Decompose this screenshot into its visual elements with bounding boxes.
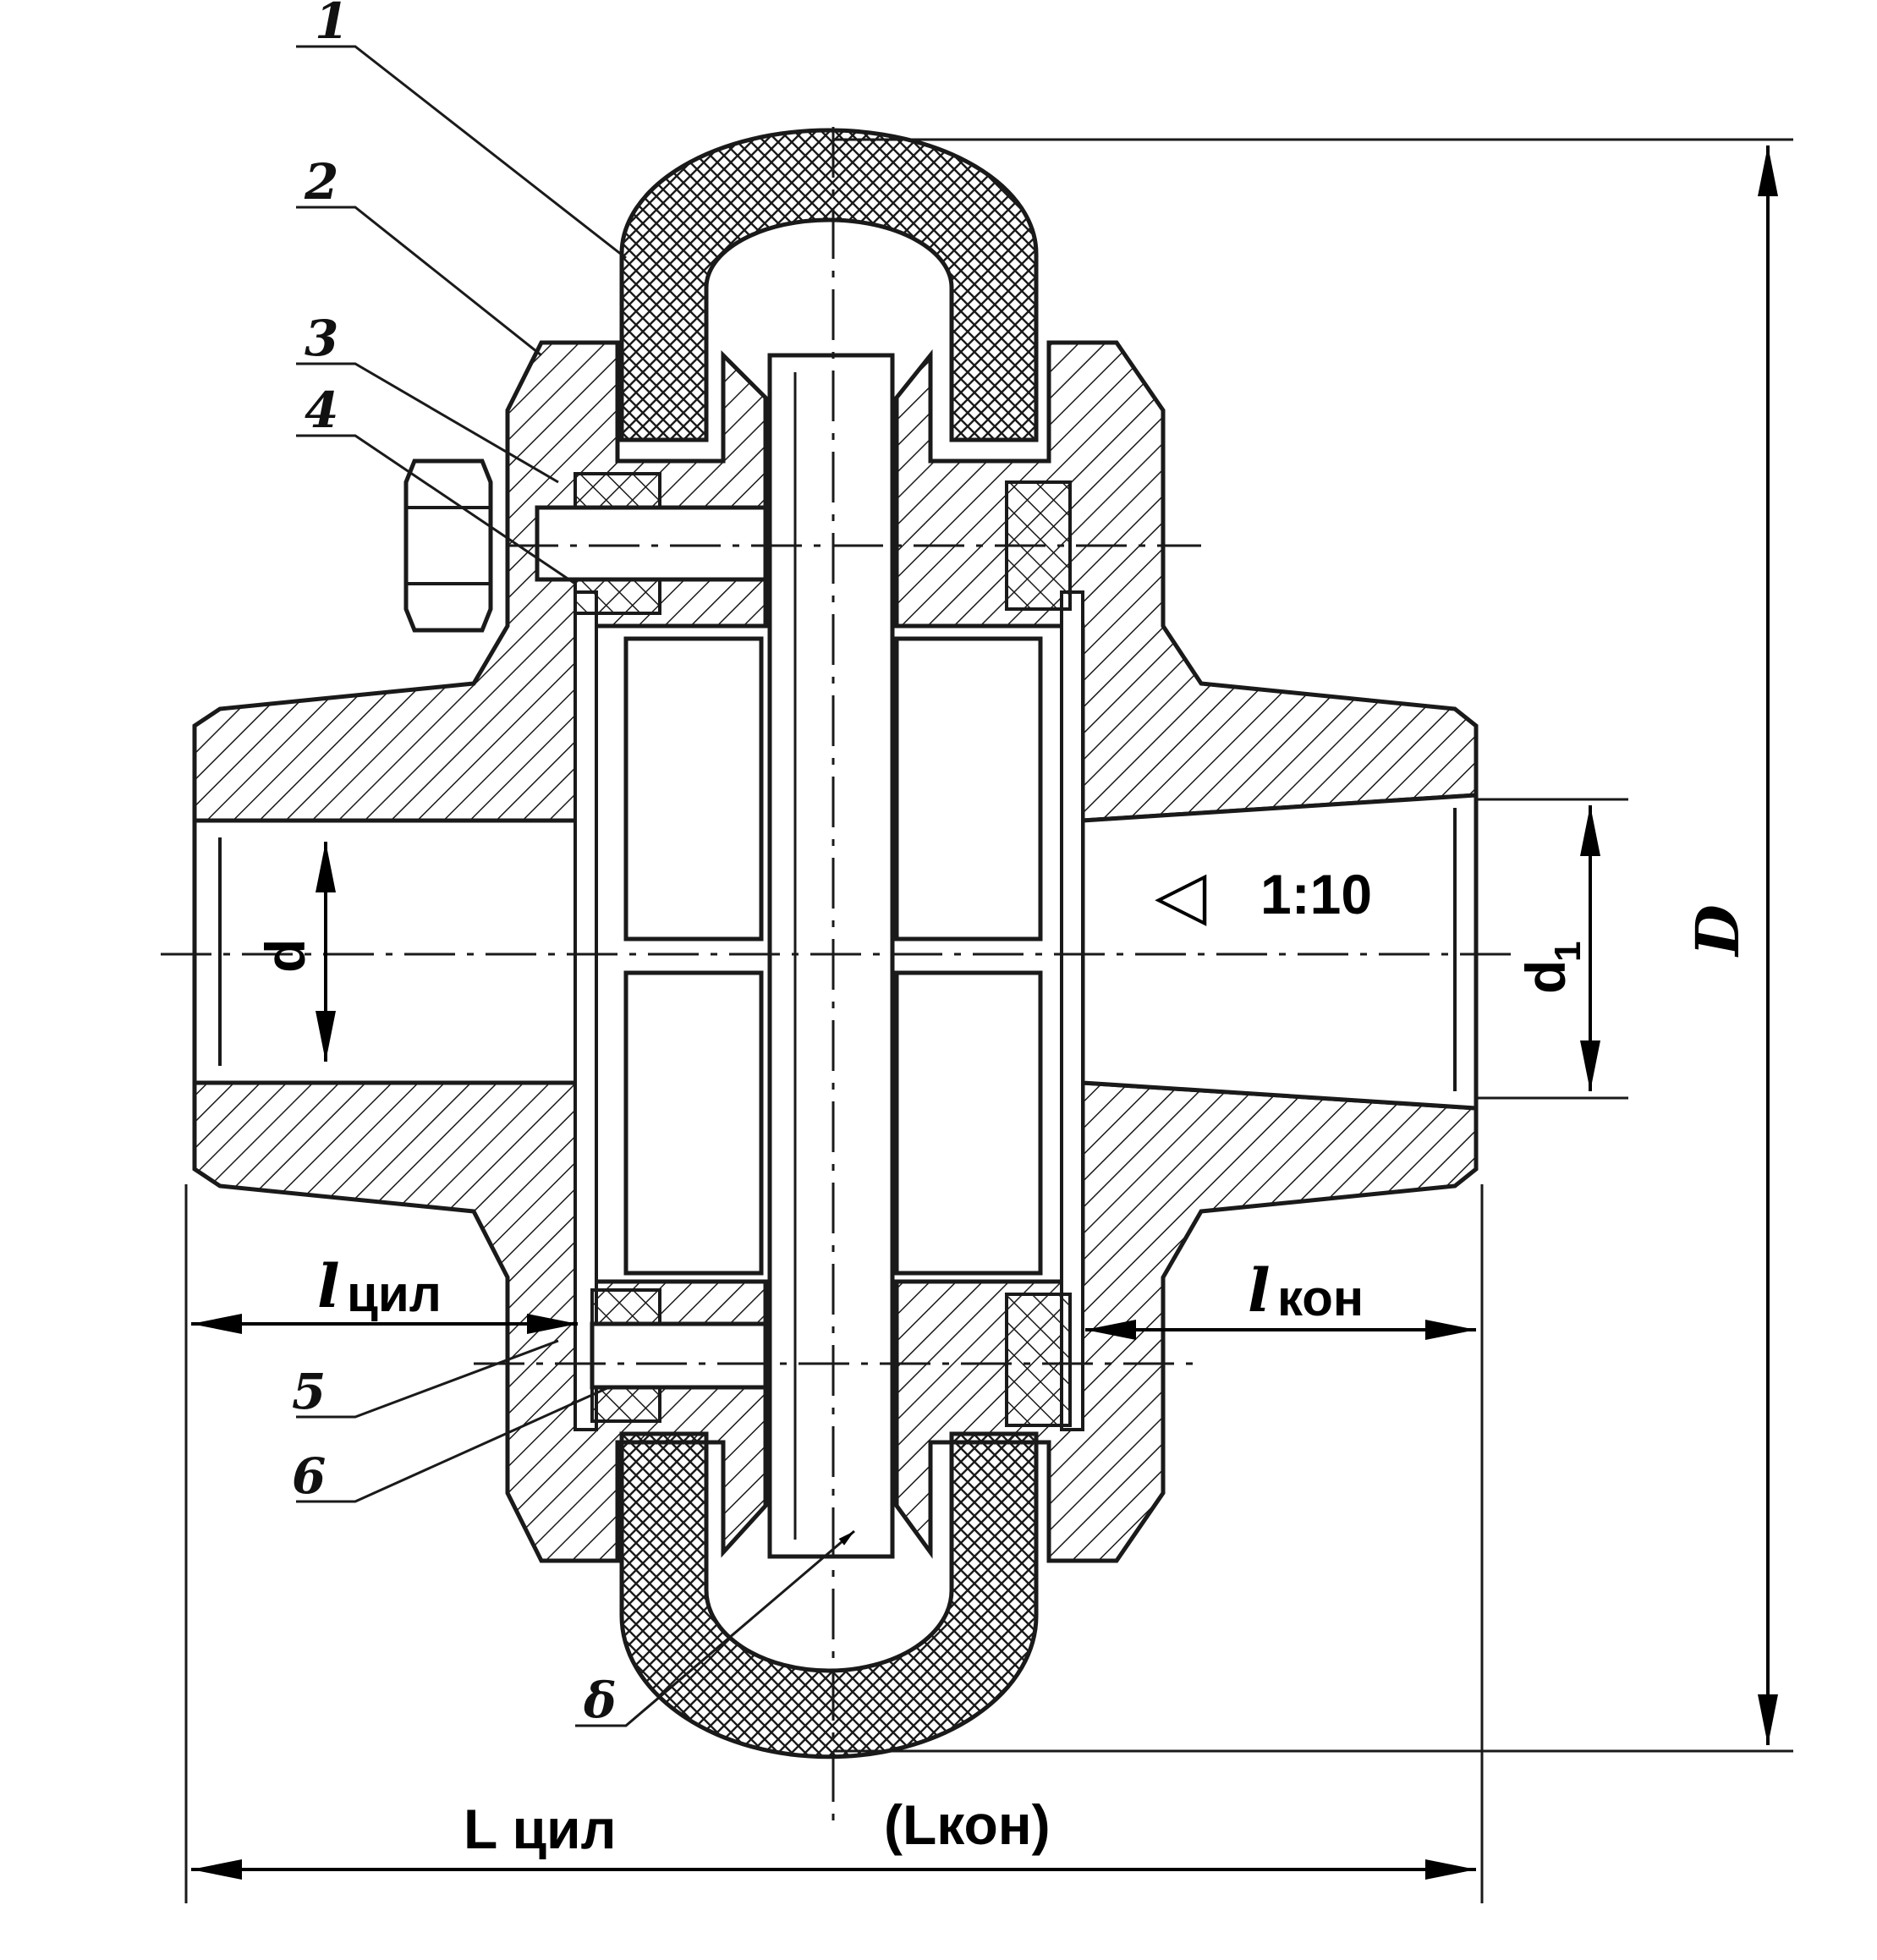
label-l-cyl-sub: цил [347, 1265, 442, 1322]
rubber-tyre-bottom [619, 1431, 1039, 1760]
callout-1: 1 [315, 0, 349, 50]
label-L-cyl: L цил [464, 1798, 617, 1860]
extension-lines [184, 138, 1793, 1903]
taper-ratio: 1:10 [1260, 863, 1372, 925]
callout-2: 2 [304, 153, 338, 211]
label-l-cyl-main: l [317, 1251, 340, 1321]
label-d1-main: d [1514, 960, 1577, 994]
label-d1-sub: 1 [1547, 942, 1589, 962]
right-half-coupling [894, 340, 1479, 1563]
label-l-kon-main: l [1248, 1255, 1271, 1326]
callout-5: 5 [292, 1363, 326, 1420]
rubber-tyre-top [619, 128, 1039, 442]
label-l-cyl: l цил [317, 1251, 442, 1322]
label-L-kon: (Lкон) [884, 1793, 1051, 1856]
label-D: D [1682, 904, 1753, 958]
callout-3: 3 [305, 310, 338, 367]
dimension-lines [191, 145, 1778, 1880]
center-gap [767, 353, 895, 1559]
label-l-kon: l кон [1248, 1255, 1364, 1326]
callout-6: 6 [292, 1447, 326, 1505]
bolt-upper [403, 458, 1072, 633]
label-d1: d 1 [1514, 942, 1589, 994]
inner-rings [574, 590, 1084, 1431]
label-d: d [254, 939, 316, 973]
centerlines [161, 127, 1514, 1827]
taper-symbol: ◁ [1155, 857, 1207, 932]
leader-lines [296, 45, 855, 1727]
callout-4: 4 [305, 382, 338, 439]
label-l-kon-sub: кон [1277, 1270, 1364, 1326]
left-half-coupling [192, 340, 768, 1563]
bolt-lower [590, 1288, 1072, 1427]
callout-8: δ [583, 1672, 617, 1729]
